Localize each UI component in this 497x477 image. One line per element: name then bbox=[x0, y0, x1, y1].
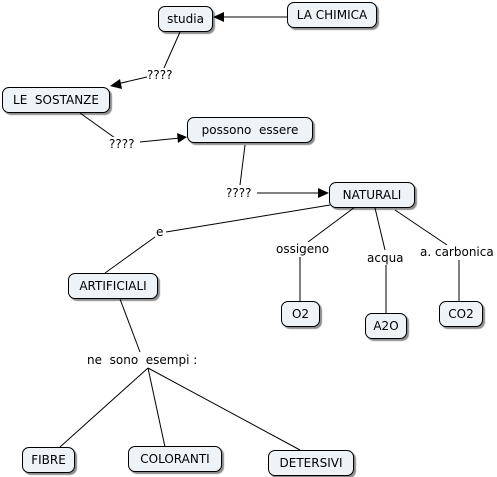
link-phrase-ossigeno: ossigeno bbox=[276, 242, 330, 256]
concept-artificiali[interactable]: ARTIFICIALI bbox=[68, 273, 158, 299]
concept-studia[interactable]: studia bbox=[158, 6, 213, 32]
concept-detersivi[interactable]: DETERSIVI bbox=[268, 450, 354, 476]
connector-esempi-coloranti bbox=[147, 367, 166, 448]
link-phrase-q2: ???? bbox=[109, 137, 135, 151]
arrowhead-naturali bbox=[318, 188, 329, 198]
concept-le-sostanze[interactable]: LE SOSTANZE bbox=[2, 87, 110, 113]
concept-coloranti[interactable]: COLORANTI bbox=[128, 446, 222, 472]
connector-possono-q3 bbox=[239, 144, 246, 186]
connector-naturali-carbonica bbox=[394, 209, 448, 246]
connector-sostanze-q2 bbox=[79, 112, 116, 139]
connector-artificiali-esempi bbox=[119, 298, 141, 353]
connector-naturali-e bbox=[165, 204, 331, 233]
connector-esempi-detersivi bbox=[147, 367, 301, 451]
concept-naturali[interactable]: NATURALI bbox=[329, 182, 415, 208]
concept-la-chimica[interactable]: LA CHIMICA bbox=[287, 2, 377, 28]
concept-fibre[interactable]: FIBRE bbox=[22, 447, 75, 473]
link-phrase-q1: ???? bbox=[147, 68, 173, 82]
concept-co2[interactable]: CO2 bbox=[439, 301, 483, 327]
link-phrase-e: e bbox=[156, 225, 164, 239]
connector-naturali-acqua bbox=[374, 207, 386, 251]
link-phrase-ne-sono-esempi: ne sono esempi : bbox=[87, 353, 198, 367]
connector-q2-possono bbox=[139, 137, 181, 143]
link-phrase-a-carbonica: a. carbonica bbox=[420, 245, 494, 259]
connector-q1-sostanze bbox=[116, 76, 148, 85]
link-phrase-acqua: acqua bbox=[367, 251, 404, 265]
arrowhead-sostanze bbox=[110, 79, 122, 89]
arrowhead-possono bbox=[177, 133, 187, 143]
connector-naturali-ossigeno bbox=[307, 206, 356, 243]
connector-e-artificiali bbox=[104, 236, 156, 274]
concept-a2o[interactable]: A2O bbox=[365, 313, 407, 339]
connector-esempi-fibre bbox=[59, 367, 149, 448]
link-phrase-q3: ???? bbox=[226, 186, 252, 200]
concept-o2[interactable]: O2 bbox=[281, 301, 320, 327]
connector-studia-q1 bbox=[163, 31, 181, 69]
arrowhead-studia bbox=[213, 12, 224, 22]
concept-possono-essere[interactable]: possono essere bbox=[187, 117, 313, 143]
